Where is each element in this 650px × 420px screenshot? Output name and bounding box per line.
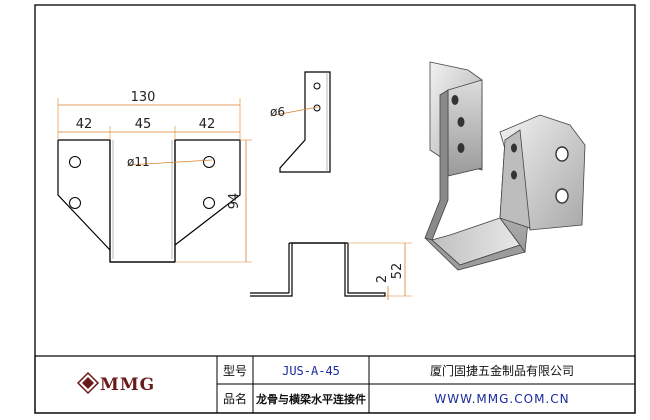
dim-bottom-height: 52 <box>390 263 405 280</box>
hole <box>203 156 215 168</box>
name-value: 龙骨与横梁水平连接件 <box>255 392 366 406</box>
hole <box>457 143 465 153</box>
dim-right-segment: 42 <box>199 117 216 132</box>
hole <box>69 197 81 209</box>
hole <box>313 104 321 112</box>
company-name: 厦门固捷五金制品有限公司 <box>430 363 574 378</box>
hole <box>69 156 81 168</box>
hole <box>457 117 465 127</box>
end-view: 52 2 <box>250 242 412 300</box>
hole <box>313 82 321 90</box>
hole <box>203 197 215 209</box>
front-view: 130 42 45 42 ø11 94 <box>57 90 252 263</box>
name-label: 品名 <box>223 391 247 406</box>
dim-hole-large: ø11 <box>127 155 150 169</box>
end-view-outline <box>250 242 386 297</box>
iso-view <box>424 61 586 271</box>
hole <box>511 143 517 153</box>
model-label: 型号 <box>223 364 247 378</box>
dim-hole-small: ø6 <box>270 105 285 119</box>
model-value: JUS-A-45 <box>282 364 340 378</box>
dim-middle-segment: 45 <box>135 117 152 132</box>
side-view-outline <box>279 71 331 173</box>
dim-overall-width: 130 <box>131 90 156 105</box>
hole <box>555 188 569 204</box>
side-view: ø6 <box>270 71 331 173</box>
hole <box>511 170 517 180</box>
dim-height: 94 <box>227 193 242 210</box>
title-block: MMG 型号 JUS-A-45 品名 龙骨与横梁水平连接件 厦门固捷五金制品有限… <box>34 355 636 414</box>
dim-thickness: 2 <box>375 275 390 283</box>
dim-left-segment: 42 <box>76 117 93 132</box>
company-logo: MMG <box>76 371 155 395</box>
hole <box>451 95 459 105</box>
logo-text: MMG <box>100 375 155 395</box>
company-website: WWW.MMG.COM.CN <box>434 392 569 406</box>
hole <box>555 146 569 162</box>
